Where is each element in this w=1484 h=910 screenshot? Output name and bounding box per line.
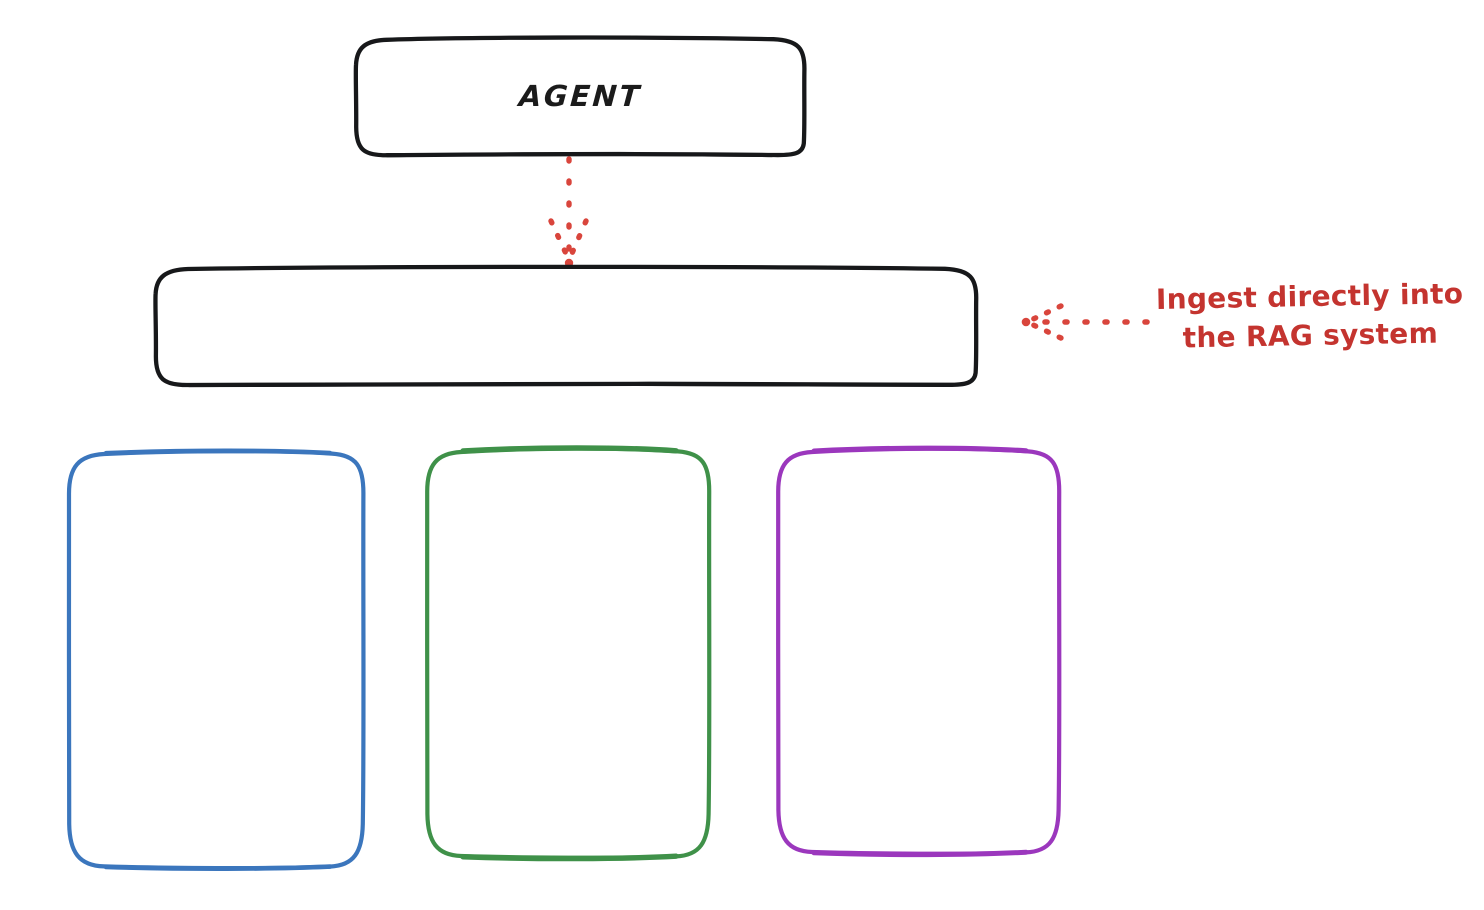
- agent-label: AGENT: [517, 78, 643, 113]
- relational-io-label: RelationalIO (insert_sql, query_sql) SQL…: [830, 565, 1007, 737]
- key-value-io-label: KeyValueIO (set_key, delete_key, get) Ke…: [453, 567, 683, 739]
- node-vector-io[interactable]: VectorIO (insert_chunks, delete_chunks, …: [66, 448, 366, 871]
- node-key-value-io[interactable]: KeyValueIO (set_key, delete_key, get) Ke…: [424, 445, 712, 862]
- vector-io-label: VectorIO (insert_chunks, delete_chunks, …: [106, 556, 326, 764]
- connector-ingest-arrow: [1021, 303, 1150, 341]
- node-agent[interactable]: AGENT: [353, 35, 807, 158]
- connector-agent-to-rag-tool: [548, 156, 589, 268]
- node-rag-tool[interactable]: RAG Tool: [153, 264, 979, 388]
- node-relational-io[interactable]: RelationalIO (insert_sql, query_sql) SQL…: [775, 445, 1062, 858]
- annotation-ingest-directly: Ingest directly into the RAG system: [1155, 277, 1464, 355]
- rag-tool-label: RAG Tool: [491, 309, 641, 343]
